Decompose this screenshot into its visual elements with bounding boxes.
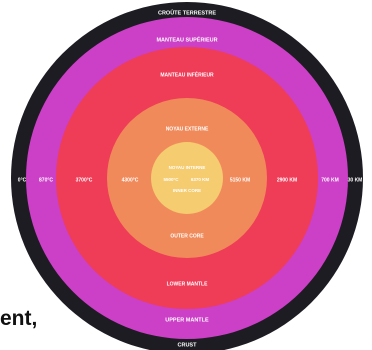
- inner-core-fr-label: NOYAU INTERNE: [169, 165, 206, 170]
- lower-mantle-en-label: LOWER MANTLE: [167, 281, 208, 287]
- temperature-label: 870°C: [39, 177, 53, 183]
- depth-label: 30 KM: [348, 177, 363, 183]
- inner-core-en-label: INNER CORE: [173, 188, 201, 193]
- depth-label: 700 KM: [321, 177, 339, 183]
- outer-core-en-label: OUTER CORE: [170, 233, 204, 239]
- crust-bottom-label: CRUST: [178, 342, 198, 348]
- outer-core-fr-label: NOYAU EXTERNE: [166, 126, 209, 132]
- depth-label: 5150 KM: [230, 177, 250, 183]
- temperature-label: 0°C: [18, 177, 27, 183]
- depth-label: 2900 KM: [277, 177, 297, 183]
- inner-core-disc: [151, 142, 223, 214]
- temperature-label: 3700°C: [76, 177, 93, 183]
- depth-label: 6370 KM: [191, 177, 210, 182]
- temperature-label: 5500°C: [163, 177, 179, 182]
- crust-top-label: CROÛTE TERRESTRE: [158, 9, 216, 16]
- temperature-label: 4300°C: [122, 177, 139, 183]
- cropped-caption-text: ent,: [0, 307, 42, 331]
- lower-mantle-fr-label: MANTEAU INFÉRIEUR: [160, 70, 214, 78]
- upper-mantle-fr-label: MANTEAU SUPÉRIEUR: [156, 35, 217, 43]
- upper-mantle-en-label: UPPER MANTLE: [165, 317, 209, 323]
